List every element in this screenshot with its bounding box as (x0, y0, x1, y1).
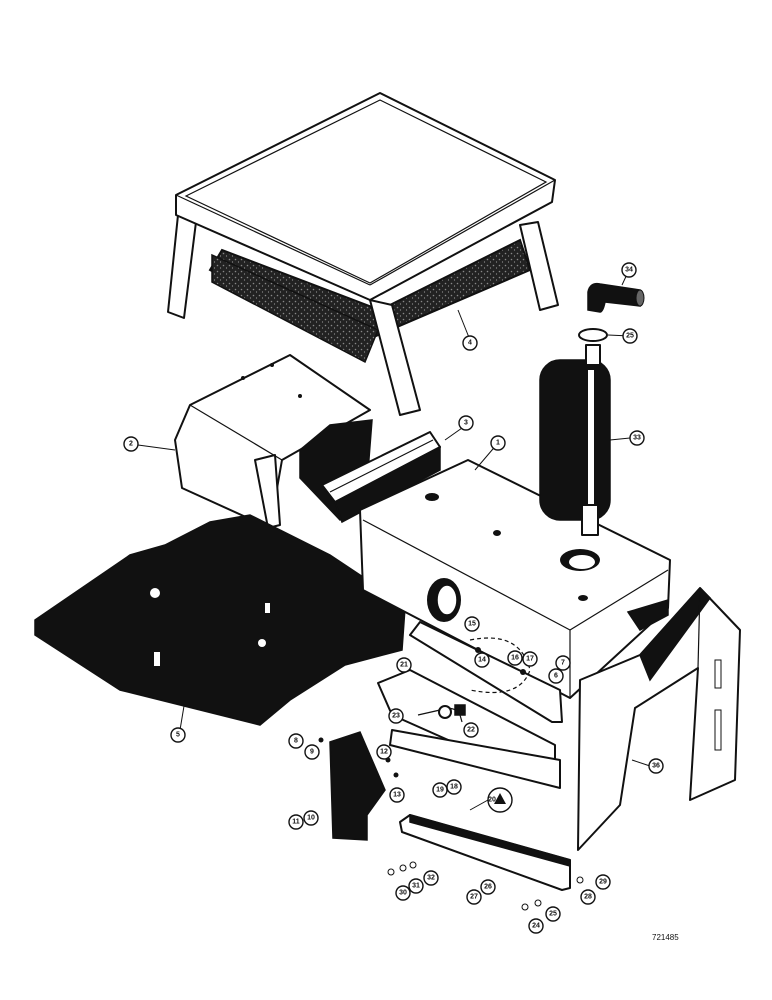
callout-8: 8 (288, 733, 304, 749)
callout-9: 9 (304, 744, 320, 760)
callout-20: 20 (487, 787, 513, 813)
svg-text:21: 21 (400, 662, 408, 669)
callout-32: 32 (423, 870, 439, 886)
svg-text:24: 24 (532, 923, 540, 930)
svg-text:30: 30 (399, 890, 407, 897)
callout-33: 33 (629, 430, 645, 446)
svg-text:1: 1 (496, 440, 500, 447)
latch-hardware (417, 704, 466, 723)
callout-13: 13 (389, 787, 405, 803)
svg-text:8: 8 (294, 738, 298, 745)
callout-36: 36 (648, 758, 664, 774)
main-housing (359, 459, 671, 699)
muffler (539, 344, 611, 536)
svg-text:23: 23 (392, 713, 400, 720)
svg-text:11: 11 (292, 819, 300, 826)
svg-text:15: 15 (468, 621, 476, 628)
clamp (578, 328, 608, 342)
svg-text:10: 10 (307, 815, 315, 822)
callout-30: 30 (395, 885, 411, 901)
callout-25-clamp: 25 (622, 328, 638, 344)
callout-2: 2 (123, 436, 139, 452)
callout-14: 14 (474, 652, 490, 668)
callout-12: 12 (376, 744, 392, 760)
side-plate (329, 731, 386, 841)
right-support (577, 586, 741, 851)
exhaust-pipe (587, 282, 645, 313)
svg-text:5: 5 (176, 732, 180, 739)
svg-text:16: 16 (511, 655, 519, 662)
callout-27: 27 (466, 889, 482, 905)
callout-19: 19 (432, 782, 448, 798)
callout-1: 1 (490, 435, 506, 451)
bracket (321, 431, 441, 524)
svg-text:25: 25 (549, 911, 557, 918)
svg-text:13: 13 (393, 792, 401, 799)
svg-text:14: 14 (478, 657, 486, 664)
svg-text:25: 25 (626, 333, 634, 340)
svg-text:26: 26 (484, 884, 492, 891)
callout-4: 4 (462, 335, 478, 351)
callout-5: 5 (170, 727, 186, 743)
svg-text:18: 18 (450, 784, 458, 791)
svg-text:9: 9 (310, 749, 314, 756)
callout-24: 24 (528, 918, 544, 934)
svg-text:19: 19 (436, 787, 444, 794)
bottom-rail (399, 814, 571, 891)
svg-text:17: 17 (526, 656, 534, 663)
svg-text:34: 34 (625, 267, 633, 274)
callout-23: 23 (388, 708, 404, 724)
svg-text:33: 33 (633, 435, 641, 442)
callout-15: 15 (464, 616, 480, 632)
callout-6: 6 (548, 668, 564, 684)
floor-mat (34, 514, 406, 726)
callout-21: 21 (396, 657, 412, 673)
callout-16: 16 (507, 650, 523, 666)
callout-28: 28 (580, 889, 596, 905)
svg-text:20: 20 (488, 797, 496, 804)
callout-17: 17 (522, 651, 538, 667)
callout-34: 34 (621, 262, 637, 278)
callout-7: 7 (555, 655, 571, 671)
callout-25-lower: 25 (545, 906, 561, 922)
svg-text:29: 29 (599, 879, 607, 886)
callout-3: 3 (458, 415, 474, 431)
diagram-reference-number: 721485 (652, 933, 679, 942)
callout-31: 31 (408, 878, 424, 894)
svg-text:12: 12 (380, 749, 388, 756)
callout-10: 10 (303, 810, 319, 826)
svg-text:31: 31 (412, 883, 420, 890)
callout-29: 29 (595, 874, 611, 890)
svg-text:6: 6 (554, 673, 558, 680)
svg-text:27: 27 (470, 894, 478, 901)
callout-11: 11 (288, 814, 304, 830)
callout-26: 26 (480, 879, 496, 895)
svg-text:36: 36 (652, 763, 660, 770)
svg-text:4: 4 (468, 340, 472, 347)
callout-22: 22 (463, 722, 479, 738)
bolt-marks (318, 737, 584, 911)
callout-18: 18 (446, 779, 462, 795)
svg-text:22: 22 (467, 727, 475, 734)
svg-text:2: 2 (129, 441, 133, 448)
svg-text:32: 32 (427, 875, 435, 882)
seat-top-assembly (167, 92, 559, 416)
inner-bracket (409, 621, 563, 723)
svg-text:3: 3 (464, 420, 468, 427)
svg-text:28: 28 (584, 894, 592, 901)
svg-text:7: 7 (561, 660, 565, 667)
